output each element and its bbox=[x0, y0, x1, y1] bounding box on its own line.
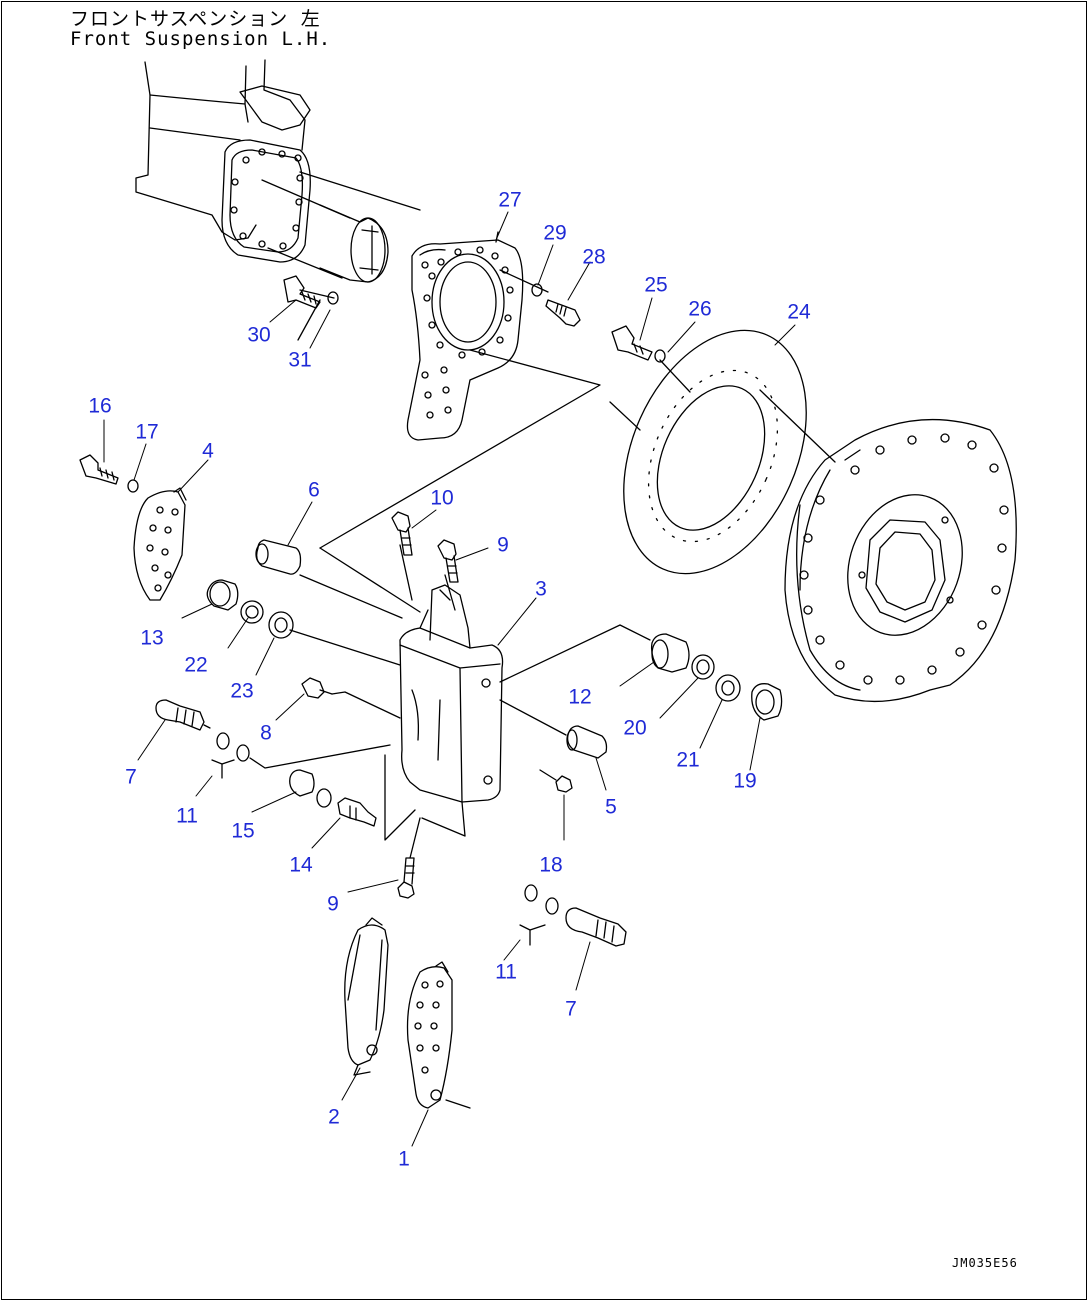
wheel-hub bbox=[784, 418, 1017, 703]
callout-30: 30 bbox=[247, 323, 271, 347]
callout-19: 19 bbox=[733, 769, 757, 793]
callout-25: 25 bbox=[644, 273, 668, 297]
drawing-code: JM035E56 bbox=[952, 1256, 1018, 1270]
leader-lines bbox=[103, 211, 796, 1147]
callout-8: 8 bbox=[260, 721, 272, 745]
callout-9-lower: 9 bbox=[327, 892, 339, 916]
pin-7-left bbox=[155, 699, 391, 779]
header-title-jp: フロントサスペンション 左 bbox=[70, 8, 321, 30]
callout-5: 5 bbox=[605, 795, 617, 819]
piston-seal-group-left bbox=[206, 579, 401, 666]
callout-9-upper: 9 bbox=[497, 533, 509, 557]
callout-20: 20 bbox=[623, 716, 647, 740]
piston-seal-group-right bbox=[499, 624, 783, 721]
callout-24: 24 bbox=[787, 300, 811, 324]
callout-26: 26 bbox=[688, 297, 712, 321]
callout-10: 10 bbox=[430, 486, 454, 510]
callout-21: 21 bbox=[676, 748, 700, 772]
bleeder-8 bbox=[301, 677, 401, 719]
callout-31: 31 bbox=[288, 348, 312, 372]
brake-pad-2 bbox=[344, 917, 389, 1076]
callout-7-lower: 7 bbox=[565, 997, 577, 1021]
callout-23: 23 bbox=[230, 679, 254, 703]
callout-18: 18 bbox=[539, 853, 563, 877]
callout-29: 29 bbox=[543, 221, 567, 245]
callout-16: 16 bbox=[88, 394, 112, 418]
callout-12: 12 bbox=[568, 685, 592, 709]
callout-13: 13 bbox=[140, 626, 164, 650]
callout-7-left: 7 bbox=[125, 765, 137, 789]
caliper-bracket bbox=[319, 231, 601, 549]
pad-plate-4 bbox=[133, 487, 187, 601]
bracket-bolts bbox=[283, 269, 581, 341]
brake-caliper bbox=[384, 544, 504, 841]
caliper-bolt-lower bbox=[397, 817, 421, 899]
rotor-bolts bbox=[611, 325, 666, 363]
callout-14: 14 bbox=[289, 853, 313, 877]
callout-15: 15 bbox=[231, 819, 255, 843]
callout-28: 28 bbox=[582, 245, 606, 269]
suspension-housing bbox=[135, 59, 421, 283]
pin-5 bbox=[499, 699, 608, 759]
caliper-bolts-upper bbox=[391, 511, 459, 583]
pin-6 bbox=[255, 539, 421, 619]
brake-rotor bbox=[609, 329, 836, 575]
callout-22: 22 bbox=[184, 653, 208, 677]
callout-11-lower: 11 bbox=[495, 960, 517, 984]
plug-18 bbox=[539, 769, 573, 793]
pin-7-lower bbox=[519, 884, 627, 947]
callout-3: 3 bbox=[535, 577, 547, 601]
callout-1: 1 bbox=[398, 1147, 410, 1171]
callout-27: 27 bbox=[498, 188, 522, 212]
callout-11-left: 11 bbox=[176, 804, 198, 828]
sensor-group bbox=[289, 769, 377, 827]
callout-2: 2 bbox=[328, 1105, 340, 1129]
brake-pad-1 bbox=[406, 961, 471, 1109]
callout-17: 17 bbox=[135, 420, 159, 444]
bolt-16 bbox=[79, 454, 139, 493]
callout-6: 6 bbox=[308, 478, 320, 502]
callout-4: 4 bbox=[202, 439, 214, 463]
header-title-en: Front Suspension L.H. bbox=[70, 28, 332, 50]
